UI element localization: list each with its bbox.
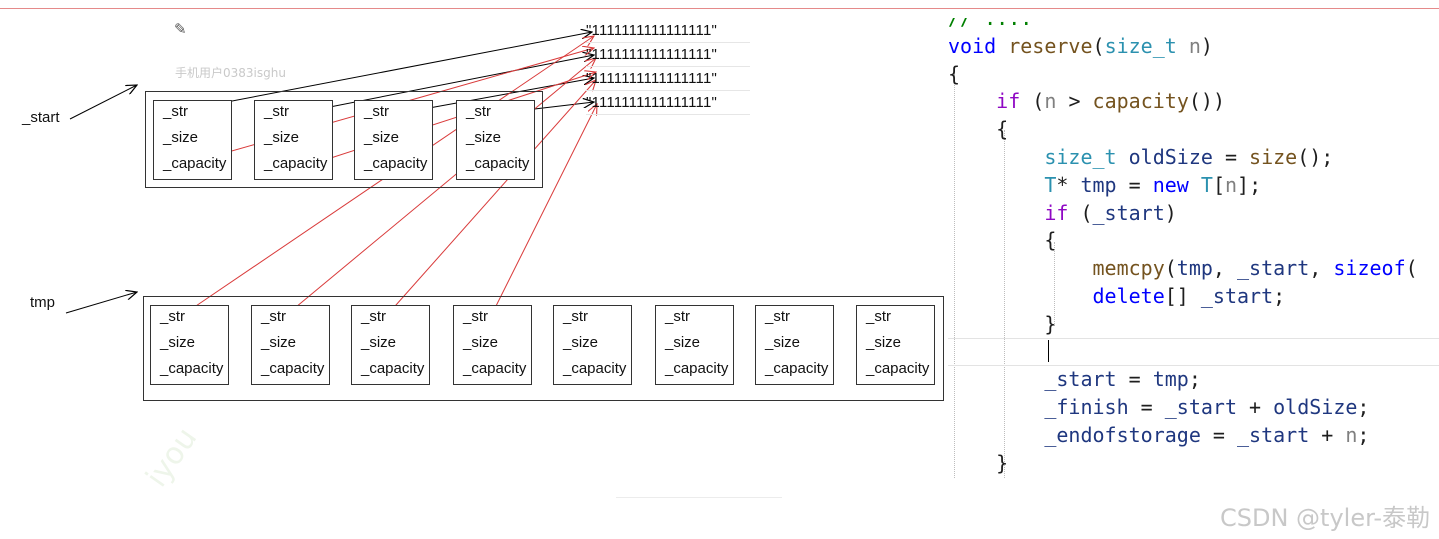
field-size: _size <box>160 334 196 351</box>
code-line: if (n > capacity()) <box>996 89 1225 114</box>
string-object-cell: _str _size _capacity <box>453 305 532 385</box>
old-str-arrow <box>184 32 592 111</box>
string-object-cell: _str _size _capacity <box>456 100 535 180</box>
field-size: _size <box>466 129 502 146</box>
string-object-cell: _str _size _capacity <box>153 100 232 180</box>
start-pointer-arrow <box>69 85 137 120</box>
field-str: _str <box>163 103 189 120</box>
code-editor[interactable]: // .... void reserve(size_t n) { if (n > c… <box>948 18 1439 478</box>
field-size: _size <box>361 334 397 351</box>
new-str-arrow <box>387 80 596 315</box>
indent-guide <box>1004 130 1005 478</box>
start-label: _start <box>22 109 60 126</box>
field-size: _size <box>866 334 902 351</box>
code-line: void reserve(size_t n) <box>948 33 1213 58</box>
tmp-label: tmp <box>30 294 56 311</box>
field-size: _size <box>163 129 199 146</box>
field-capacity: _capacity <box>563 360 627 377</box>
string-buffer-underline <box>586 42 750 43</box>
field-str: _str <box>364 103 390 120</box>
string-buffer-text: "1111111111111111" <box>586 22 718 39</box>
old-str-arrow <box>283 55 594 117</box>
field-size: _size <box>264 129 300 146</box>
new-array <box>143 296 944 401</box>
code-line: T* tmp = new T[n]; <box>1044 172 1262 197</box>
code-line: _endofstorage = _start + n; <box>1044 423 1370 447</box>
code-line: memcpy(tmp, _start, sizeof( <box>1092 256 1418 281</box>
field-capacity: _capacity <box>264 155 328 172</box>
code-line: delete[] _start; <box>1092 284 1286 308</box>
code-line: size_t oldSize = size(); <box>1044 145 1334 169</box>
field-size: _size <box>765 334 801 351</box>
field-capacity: _capacity <box>665 360 729 377</box>
field-str: _str <box>264 103 290 120</box>
indent-guide <box>954 74 955 478</box>
tmp-pointer-arrow <box>65 292 137 314</box>
string-object-cell: _str _size _capacity <box>655 305 734 385</box>
current-line-highlight <box>948 338 1439 366</box>
field-capacity: _capacity <box>160 360 224 377</box>
string-object-cell: _str _size _capacity <box>351 305 430 385</box>
string-buffer-underline <box>586 90 750 91</box>
faint-divider <box>616 497 782 498</box>
field-capacity: _capacity <box>866 360 930 377</box>
field-size: _size <box>364 129 400 146</box>
string-object-cell: _str _size _capacity <box>150 305 229 385</box>
code-line: { <box>948 61 961 86</box>
field-str: _str <box>261 308 287 325</box>
new-str-arrow <box>299 72 596 169</box>
string-buffer-text: "1111111111111111" <box>586 70 718 87</box>
indent-guide <box>1054 242 1055 326</box>
string-object-cell: _str _size _capacity <box>254 100 333 180</box>
field-str: _str <box>866 308 892 325</box>
code-line: { <box>948 117 1009 142</box>
field-size: _size <box>563 334 599 351</box>
user-watermark: 手机用户0383isghu <box>175 66 286 80</box>
field-str: _str <box>160 308 186 325</box>
field-size: _size <box>261 334 297 351</box>
new-str-arrow <box>489 104 597 319</box>
field-str: _str <box>361 308 387 325</box>
code-line: { <box>948 228 1057 253</box>
field-capacity: _capacity <box>466 155 530 172</box>
field-capacity: _capacity <box>163 155 227 172</box>
field-size: _size <box>665 334 701 351</box>
string-buffer-text: "1111111111111111" <box>586 46 718 63</box>
string-object-cell: _str _size _capacity <box>251 305 330 385</box>
field-capacity: _capacity <box>463 360 527 377</box>
field-size: _size <box>463 334 499 351</box>
text-caret <box>1048 340 1049 362</box>
string-object-cell: _str _size _capacity <box>856 305 935 385</box>
string-buffer-text: "1111111111111111" <box>586 94 718 111</box>
field-str: _str <box>563 308 589 325</box>
string-object-cell: _str _size _capacity <box>354 100 433 180</box>
field-capacity: _capacity <box>765 360 829 377</box>
string-buffer-underline <box>586 66 750 67</box>
csdn-watermark: CSDN @tyler-泰勒 <box>1220 504 1431 532</box>
new-str-arrow <box>289 58 596 313</box>
code-line: if (_start) <box>1044 200 1177 225</box>
code-line: _finish = _start + oldSize; <box>1044 395 1370 420</box>
old-array <box>145 91 543 188</box>
field-str: _str <box>665 308 691 325</box>
code-line: _start = tmp; <box>1044 367 1201 392</box>
field-capacity: _capacity <box>361 360 425 377</box>
field-str: _str <box>466 103 492 120</box>
string-buffer-underline <box>586 114 750 115</box>
code-line: } <box>948 311 1057 336</box>
field-str: _str <box>463 308 489 325</box>
top-divider <box>0 8 1439 9</box>
field-str: _str <box>765 308 791 325</box>
field-capacity: _capacity <box>364 155 428 172</box>
string-object-cell: _str _size _capacity <box>553 305 632 385</box>
string-object-cell: _str _size _capacity <box>755 305 834 385</box>
code-line: } <box>948 450 1009 475</box>
code-line: // .... <box>948 18 1033 30</box>
field-capacity: _capacity <box>261 360 325 377</box>
pencil-icon[interactable]: ✎ <box>174 20 187 38</box>
